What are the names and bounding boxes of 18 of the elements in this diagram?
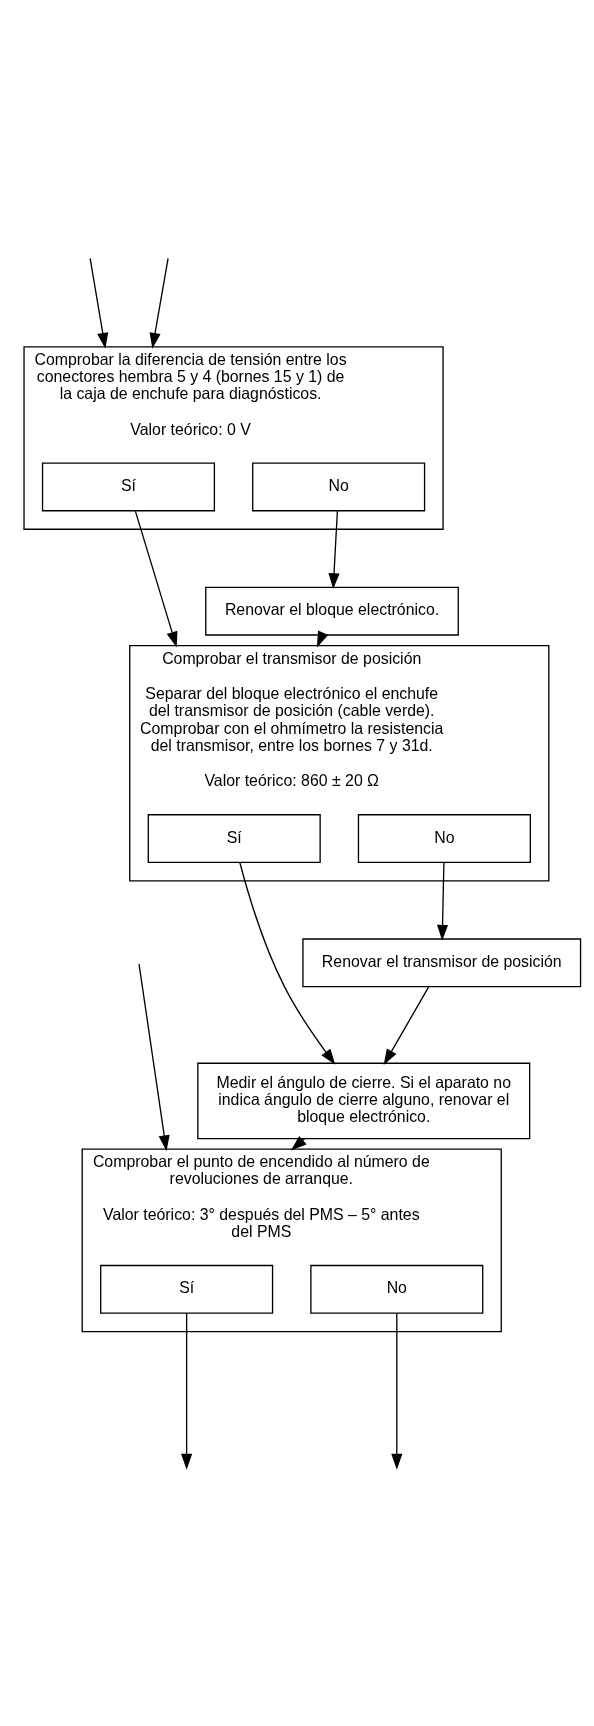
arrow [391, 1312, 403, 1470]
node-box: No [252, 462, 426, 512]
arrow [89, 257, 109, 349]
arrow [181, 1312, 193, 1470]
node-box: Sí [147, 814, 321, 863]
arrow [149, 257, 169, 349]
arrow [138, 963, 170, 1152]
node-box: No [310, 1264, 484, 1314]
node-box: Renovar el transmisor de posición [302, 938, 582, 988]
arrow [328, 510, 340, 590]
arrow [134, 510, 178, 648]
arrow [239, 861, 336, 1065]
node-box: Sí [41, 462, 216, 512]
node-box: No [357, 814, 531, 863]
arrow [437, 862, 449, 941]
arrow [316, 630, 329, 648]
arrow [383, 986, 430, 1065]
node-box: Sí [100, 1264, 274, 1314]
